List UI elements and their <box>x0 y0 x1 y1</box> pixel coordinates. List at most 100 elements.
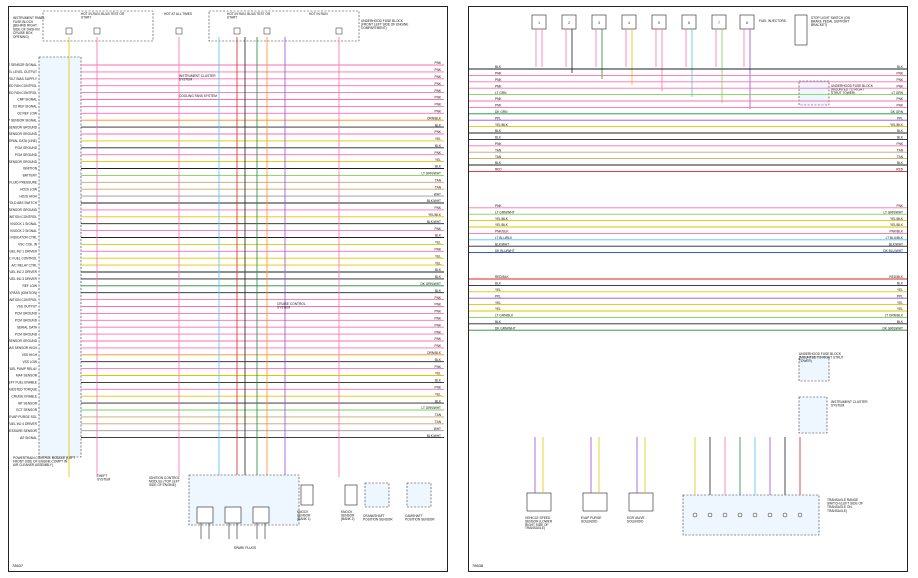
ignition-module-label-line-1: MODULE (TOP LEFT <box>149 480 180 484</box>
wire-color-label-17: TAN <box>435 179 442 183</box>
wire-color-label-9: BLK <box>435 123 442 127</box>
pcm-pin-label-4: LOW SPEED FAN CONTROL <box>9 91 37 95</box>
trans-contact-6 <box>782 512 788 518</box>
uh-block-label-line-1: (MOUNTED TO RIGHT <box>831 88 864 92</box>
pcm-pin-label-12: PCM GROUND <box>15 146 38 150</box>
fuse-symbol-2 <box>175 27 183 35</box>
wire-color-label-5: PNK <box>434 96 441 100</box>
knock-sensor-2-label-line-2: (BANK 2) <box>341 517 354 521</box>
stop-light-label-line-2: BRACKET) <box>811 23 827 27</box>
pcm-pin-label-8: MAP SENSOR SIGNAL <box>9 118 37 122</box>
pcm-pin-label-19: HO2S HIGH <box>19 194 37 198</box>
pcm-pin-label-30: FUEL INJ 2 DRIVER <box>9 270 38 274</box>
pcm-pin-label-15: IGNITION <box>23 167 38 171</box>
trans-label-line-3: TRANSAXLE) <box>827 509 847 513</box>
wire-color-label-15: BLK <box>435 165 442 169</box>
hot-label-b-line-0: HOT AT ALL TIMES <box>164 12 192 16</box>
fuel-injector-3 <box>621 14 637 30</box>
coil-pack-1 <box>224 506 242 524</box>
wire-color-label-4: PNK <box>434 89 441 93</box>
wire-color-label-13: PNK <box>434 151 441 155</box>
pcm-pin-label-31: FUEL INJ 3 DRIVER <box>9 277 38 281</box>
pcm-pin-label-54: IAT SIGNAL <box>20 436 37 440</box>
wire-color-label-43: BLK <box>435 358 442 362</box>
pcm-pin-label-48: CRUISE ENABLE <box>11 394 37 398</box>
wire-color-label-21: PNK <box>434 206 441 210</box>
trans-contact-7 <box>797 512 803 518</box>
pcm-pin-label-16: BATTERY <box>23 174 38 178</box>
wire-color-label-24: PNK <box>434 227 441 231</box>
right-wire-label-end-15: BLK <box>897 161 904 165</box>
right-wire-label-end-17: PNK <box>896 204 903 208</box>
wire-color-label-37: PNK <box>434 317 441 321</box>
trans-contact-5 <box>767 512 773 518</box>
right-wire-label-end-9: YEL/BLK <box>890 123 904 127</box>
right-wire-label-end-14: TAN <box>897 155 904 159</box>
right-wire-label-17: PNK <box>495 204 502 208</box>
knock-sensor-2-label-line-1: SENSOR <box>341 513 355 517</box>
wire-color-label-48: YEL <box>435 392 441 396</box>
right-wire-label-13: TAN <box>495 148 502 152</box>
pcm-pin-label-21: KS1 SENSOR GROUND <box>9 208 38 212</box>
wire-color-label-1: PNK <box>434 68 441 72</box>
pcm-pin-label-2: 12 VOLT BIAS SUPPLY <box>9 77 38 81</box>
right-wire-label-end-6: PNK <box>896 104 903 108</box>
wire-color-label-23: BLK/WHT <box>427 220 441 224</box>
fuel-injector-5 <box>681 14 697 30</box>
knock-sensor-1-label-line-1: SENSOR <box>297 513 311 517</box>
wire-color-label-46: BLK <box>435 379 442 383</box>
pcm-pin-label-6: O2 REF SIGNAL <box>13 105 37 109</box>
vss-component <box>526 492 552 512</box>
pcm-pin-label-18: HO2S LOW <box>20 187 37 191</box>
pcm-pin-label-11: SERIAL DATA (LINE) <box>9 139 37 143</box>
wire-color-label-19: WHT <box>434 192 441 196</box>
uh-fuse-block <box>208 10 360 42</box>
wire-color-label-29: YEL <box>435 261 441 265</box>
right-wire-label-31: LT GRN/BLK <box>495 314 514 318</box>
wire-color-label-31: BLK <box>435 275 442 279</box>
pcm-pin-label-20: EGR MANIFOLD ABS SWITCH <box>9 201 38 205</box>
theft-system-label-line-1: SYSTEM <box>97 478 110 482</box>
pcm-pin-label-22: IGNITION CONTROL <box>9 215 37 219</box>
fuse-symbol-0 <box>65 27 73 35</box>
right-wire-label-19: YEL/BLK <box>495 217 509 221</box>
right-wire-label-0: BLK <box>495 65 502 69</box>
wire-color-label-50: LT GRN/WHT <box>421 406 441 410</box>
pcm-pin-label-27: FUEL INJ 1 DRIVER <box>9 250 38 254</box>
right-wire-label-end-19: YEL/BLK <box>890 217 904 221</box>
cam-sensor-box <box>406 482 432 508</box>
trans-contact-1 <box>707 512 713 518</box>
right-wire-label-end-31: LT GRN/BLK <box>885 314 904 318</box>
pcm-pin-label-53: A/C PRESSURE SENSOR <box>9 429 38 433</box>
knock-sensor-2-label-line-0: KNOCK <box>341 510 353 514</box>
fuel-injector-1 <box>561 14 577 30</box>
fuse-symbol-1 <box>93 27 101 35</box>
wire-color-label-53: WHT <box>434 427 441 431</box>
coil-pack-0 <box>196 506 214 524</box>
right-wire-label-1: PNK <box>495 72 502 76</box>
cam-sensor-label-line-0: CAMSHAFT <box>405 514 423 518</box>
wire-color-label-38: PNK <box>434 323 441 327</box>
egr-label-line-0: EGR VALVE <box>627 516 645 520</box>
wire-color-label-34: PNK <box>434 296 441 300</box>
spark-plugs-label: SPARK PLUGS <box>234 546 256 550</box>
pcm-pin-label-32: REF LOW <box>22 284 37 288</box>
pcm-box-label-line-2: AIR CLEANER ASSEMBLY) <box>13 463 53 467</box>
cluster-note-line-1: SYSTEM <box>179 78 192 82</box>
ignition-module-label-line-0: IGNITION CONTROL <box>149 476 180 480</box>
pcm-pin-label-34: IGNITION CONTROL <box>9 298 37 302</box>
wire-color-label-2: PNK <box>434 75 441 79</box>
right-wire-label-3: PNK <box>495 84 502 88</box>
wire-color-label-14: YEL <box>435 158 441 162</box>
wire-color-label-49: BLK <box>435 399 442 403</box>
pcm-pin-label-10: MAP SENSOR GROUND <box>9 132 38 136</box>
right-wire-label-end-11: BLK <box>897 136 904 140</box>
trans-label-line-2: TRANSAXLE ON <box>827 505 852 509</box>
right-wire-label-8: PPL <box>495 116 501 120</box>
right-wire-label-end-10: BLK <box>897 129 904 133</box>
right-wire-label-18: LT GRN/WHT <box>495 210 515 214</box>
right-wire-label-7: DK GRN <box>495 110 508 114</box>
ip-fuse-label-line-4: CRUISE BOX <box>13 31 34 35</box>
uh-fuse-block-right-2 <box>798 356 830 382</box>
wire-color-label-41: PNK <box>434 344 441 348</box>
